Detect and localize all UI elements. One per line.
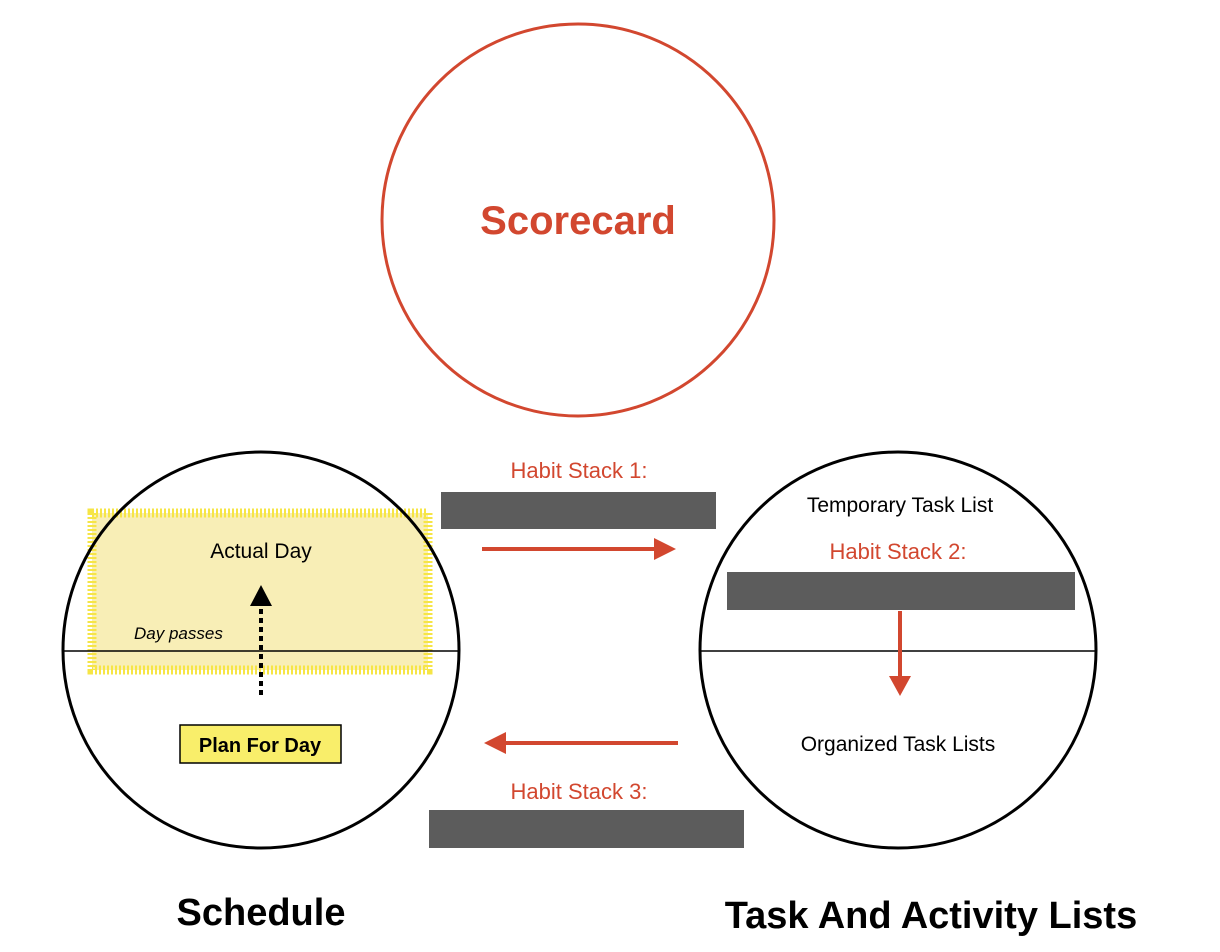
habit-stack-1-label: Habit Stack 1: [511,458,648,483]
schedule-title: Schedule [177,892,346,934]
temporary-task-list-label: Temporary Task List [807,494,994,517]
habit-stack-3-redaction [429,810,744,848]
scorecard-circle [380,22,776,418]
schedule-group: Actual Day Day passes Plan For Day [61,450,461,850]
habit-stack-3-label: Habit Stack 3: [511,779,648,804]
organized-task-lists-label: Organized Task Lists [801,733,996,756]
schedule-circle [61,450,461,850]
habit-stack-1-redaction [441,492,716,529]
scorecard-label: Scorecard [480,199,676,243]
plan-for-day-box [179,724,342,764]
task-lists-circle [698,450,1098,850]
day-passes-arrow-head [250,585,272,606]
arrow-to-schedule-head [484,732,506,754]
day-passes-label: Day passes [134,624,223,643]
habit-stack-2-label: Habit Stack 2: [830,539,967,564]
organize-arrow-head [889,676,911,696]
actual-day-label: Actual Day [210,540,312,563]
arrow-to-task-lists-head [654,538,676,560]
actual-day-highlight [87,508,433,675]
task-lists-group: Temporary Task List Habit Stack 2: Organ… [698,450,1098,850]
habit-stack-2-redaction [727,572,1075,610]
task-lists-title: Task And Activity Lists [725,895,1137,937]
plan-for-day-label: Plan For Day [199,735,322,757]
